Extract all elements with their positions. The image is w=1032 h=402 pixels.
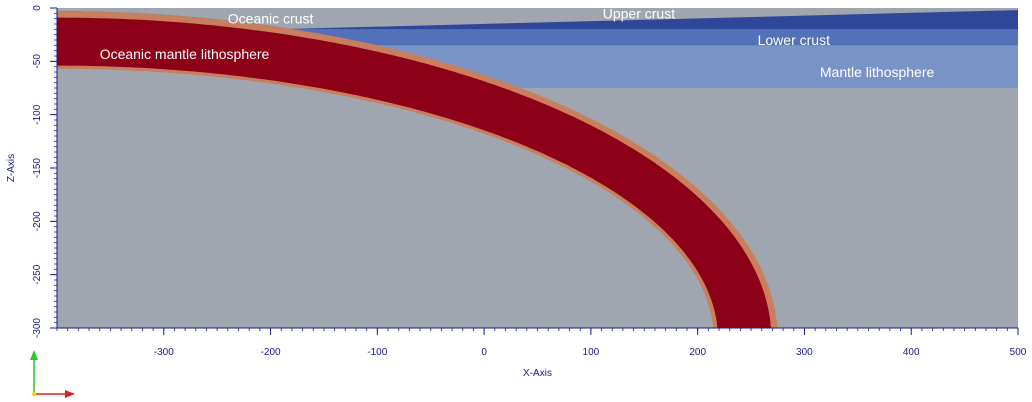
z-tick-label: -50: [32, 54, 43, 69]
x-axis-title: X-Axis: [523, 368, 552, 379]
x-tick-label: 300: [796, 347, 813, 358]
slab-oceanic-mantle-lithosphere: [57, 17, 772, 328]
label-oceanic-crust: Oceanic crust: [228, 11, 314, 27]
x-tick-label: 100: [583, 347, 600, 358]
z-axis-title: Z-Axis: [6, 154, 17, 182]
x-tick-label: -200: [261, 347, 281, 358]
z-tick-label: -300: [32, 318, 43, 338]
label-upper-crust: Upper crust: [603, 5, 675, 21]
z-tick-label: -250: [32, 264, 43, 284]
axes: -300 -200 -100 0 100 200 300 400 500 0 -50 -100 -150…: [32, 5, 1027, 358]
label-mantle-lithosphere: Mantle lithosphere: [820, 64, 935, 80]
z-tick-label: 0: [32, 5, 43, 11]
layer-upper-crust: [57, 10, 1018, 30]
x-tick-label: 200: [689, 347, 706, 358]
label-lower-crust: Lower crust: [758, 32, 830, 48]
z-tick-label: -200: [32, 211, 43, 231]
z-tick-label: -150: [32, 158, 43, 178]
orientation-axes-icon: [30, 350, 75, 398]
model-fields: [57, 8, 1018, 328]
x-tick-label: -300: [154, 347, 174, 358]
x-tick-label: 400: [903, 347, 920, 358]
z-tick-label: -100: [32, 104, 43, 124]
label-oceanic-mantle-lithosphere: Oceanic mantle lithosphere: [100, 46, 270, 62]
x-tick-label: 500: [1010, 347, 1027, 358]
x-tick-label: -100: [367, 347, 387, 358]
x-tick-label: 0: [481, 347, 487, 358]
